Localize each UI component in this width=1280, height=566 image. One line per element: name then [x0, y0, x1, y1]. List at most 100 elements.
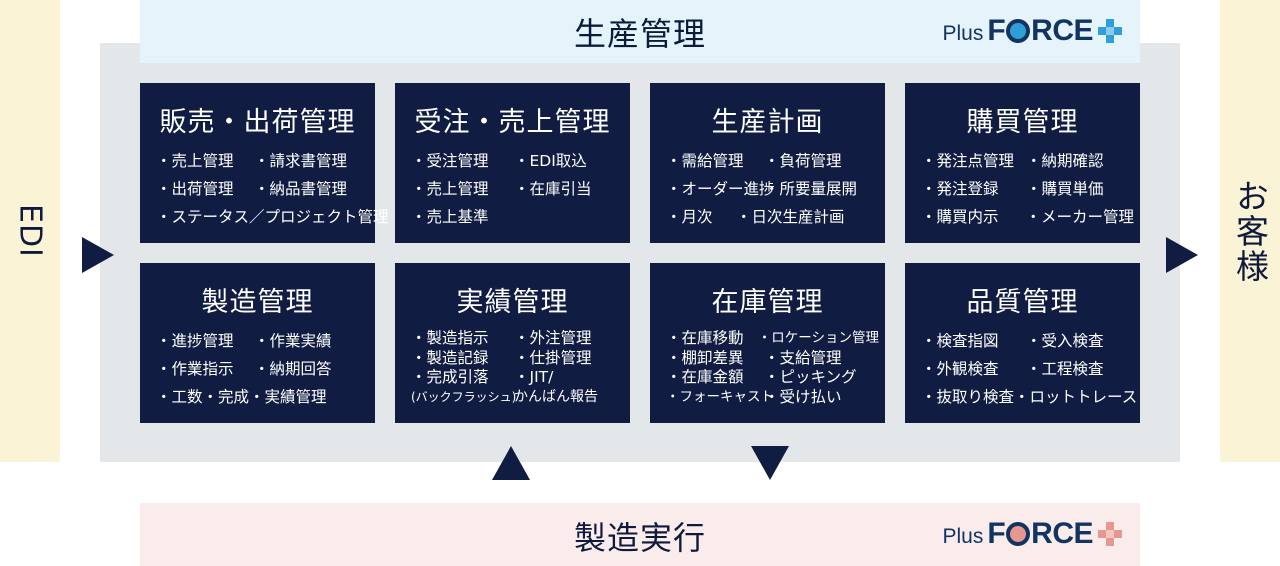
card-title: 販売・出荷管理: [159, 107, 356, 138]
list-item: ・売上管理・在庫引当: [411, 175, 624, 203]
item-text: ・作業指示: [156, 360, 234, 378]
list-item: ・外観検査 ・工程検査: [921, 355, 1134, 383]
item-text: ・工程検査: [1026, 360, 1104, 378]
list-item: ・作業指示 ・納期回答: [156, 355, 369, 383]
item-text: ・ロケーション管理: [757, 330, 879, 346]
item-text: ・日次生産計画: [736, 208, 845, 226]
item-text: ・JIT/: [514, 368, 554, 386]
item-text: ・フォーキャスト: [666, 388, 774, 405]
item-text: ・売上管理: [411, 180, 489, 198]
item-text: ・ロットトレース: [1014, 388, 1138, 406]
item-text: ・EDI取込: [514, 152, 587, 170]
list-item: ・抜取り検査・ロットトレース: [921, 383, 1138, 411]
edi-panel: EDI: [0, 0, 60, 462]
card-items: ・需給管理 ・負荷管理 ・オーダー進捗・所要量展開 ・月次 ・日次生産計画: [666, 147, 879, 231]
item-text: ・進捗管理: [156, 332, 234, 350]
card-title: 受注・売上管理: [414, 107, 611, 138]
card-sales-shipping: 販売・出荷管理 ・売上管理・請求書管理 ・出荷管理・納品書管理 ・ステータス／プ…: [140, 83, 389, 243]
item-text: ・ピッキング: [764, 368, 857, 386]
item-text: ・外注管理: [514, 329, 592, 347]
card-manufacturing-management: 製造管理 ・進捗管理 ・作業実績 ・作業指示 ・納期回答 ・工数・完成・実績管理: [140, 263, 375, 423]
card-title: 品質管理: [966, 287, 1079, 318]
item-text: ・完成引落: [411, 368, 489, 386]
logo-cross-icon: [1098, 522, 1122, 546]
item-text: ・棚卸差異: [666, 348, 744, 367]
item-text: ・納期回答: [254, 360, 332, 378]
logo-o-icon: [1006, 19, 1031, 43]
card-items: ・在庫移動・ロケーション管理 ・棚卸差異・支給管理 ・在庫金額・ピッキング ・フ…: [666, 329, 879, 407]
list-item: ・売上管理・請求書管理: [156, 147, 369, 175]
item-text: ・受け払い: [764, 387, 842, 406]
list-item: ・製造指示 ・外注管理: [411, 329, 624, 349]
card-items: ・受注管理 ・EDI取込 ・売上管理・在庫引当 ・売上基準: [411, 147, 624, 231]
logo-o-icon: [1006, 522, 1031, 546]
list-item: ・在庫移動・ロケーション管理: [666, 329, 879, 349]
card-production-planning: 生産計画 ・需給管理 ・負荷管理 ・オーダー進捗・所要量展開 ・月次 ・日次生産計画: [650, 83, 885, 243]
logo-plus-text: Plus: [942, 22, 984, 45]
card-items: ・発注点管理・納期確認 ・発注登録・購買単価 ・購買内示・メーカー管理: [921, 147, 1134, 231]
list-item: ・購買内示 ・メーカー管理: [921, 203, 1134, 231]
card-results-management: 実績管理 ・製造指示 ・外注管理 ・製造記録 ・仕掛管理 ・完成引落 ・JIT/ (バ…: [395, 263, 630, 423]
list-item: ・受注管理 ・EDI取込: [411, 147, 624, 175]
card-orders-sales: 受注・売上管理 ・受注管理 ・EDI取込 ・売上管理・在庫引当 ・売上基準: [395, 83, 630, 243]
item-text: ・製造指示: [411, 329, 489, 347]
arrow-up-icon: [492, 446, 530, 480]
list-item: ・月次 ・日次生産計画: [666, 203, 879, 231]
list-item: (バックフラッシュ)かんばん報告: [411, 388, 624, 408]
item-text: ・所要量展開: [764, 180, 858, 198]
item-text: ・発注点管理: [921, 152, 1015, 170]
logo-force-rest: RCE: [1031, 14, 1093, 47]
item-text: ・抜取り検査: [921, 388, 1015, 406]
list-item: ・売上基準: [411, 203, 624, 231]
card-title: 購買管理: [966, 107, 1079, 138]
list-item: ・ステータス／プロジェクト管理: [156, 203, 389, 231]
item-text: ・受入検査: [1026, 332, 1104, 350]
item-text: ・製造記録: [411, 348, 489, 367]
item-text: ・月次: [666, 208, 713, 226]
item-text: ・仕掛管理: [514, 348, 592, 367]
item-text: ・在庫金額: [666, 368, 744, 386]
item-text: ・ステータス／プロジェクト管理: [156, 208, 389, 226]
item-text: ・負荷管理: [764, 152, 842, 170]
list-item: ・出荷管理・納品書管理: [156, 175, 369, 203]
item-text: ・メーカー管理: [1025, 208, 1134, 226]
list-item: ・完成引落 ・JIT/: [411, 368, 624, 388]
list-item: ・発注点管理・納期確認: [921, 147, 1134, 175]
item-text: ・発注登録: [921, 180, 999, 198]
card-items: ・進捗管理 ・作業実績 ・作業指示 ・納期回答 ・工数・完成・実績管理: [156, 327, 369, 411]
item-text: ・作業実績: [254, 332, 332, 350]
edi-label: EDI: [12, 204, 48, 258]
list-item: ・オーダー進捗・所要量展開: [666, 175, 879, 203]
arrow-down-icon: [751, 446, 789, 480]
card-title: 在庫管理: [711, 287, 824, 318]
manufacturing-execution-title: 製造実行: [573, 518, 706, 557]
item-text: ・需給管理: [666, 152, 744, 170]
item-text: ・外観検査: [921, 360, 999, 378]
arrow-right-icon: [82, 237, 114, 273]
item-text: (バックフラッシュ): [411, 389, 517, 404]
card-title: 製造管理: [201, 287, 314, 318]
card-purchasing: 購買管理 ・発注点管理・納期確認 ・発注登録・購買単価 ・購買内示・メーカー管理: [905, 83, 1140, 243]
item-text: ・売上基準: [411, 208, 489, 226]
card-items: ・検査指図・受入検査 ・外観検査・工程検査 ・抜取り検査・ロットトレース: [921, 327, 1138, 411]
list-item: ・在庫金額 ・ピッキング: [666, 368, 879, 388]
production-management-title: 生産管理: [573, 14, 706, 53]
logo-force-rest: RCE: [1031, 517, 1093, 550]
item-text: ・工数・完成・実績管理: [156, 388, 327, 406]
list-item: ・製造記録 ・仕掛管理: [411, 349, 624, 369]
item-text: ・購買内示: [921, 208, 999, 226]
logo-plus-text: Plus: [942, 525, 984, 548]
item-text: ・受注管理: [411, 152, 489, 170]
card-title: 実績管理: [456, 287, 569, 318]
customer-panel: お客様: [1220, 0, 1280, 462]
card-items: ・売上管理・請求書管理 ・出荷管理・納品書管理 ・ステータス／プロジェクト管理: [156, 147, 389, 231]
item-text: ・売上管理: [156, 152, 234, 170]
card-inventory-management: 在庫管理 ・在庫移動・ロケーション管理 ・棚卸差異・支給管理 ・在庫金額・ピッキ…: [650, 263, 885, 423]
card-title: 生産計画: [711, 107, 824, 138]
item-text: ・出荷管理: [156, 180, 234, 198]
